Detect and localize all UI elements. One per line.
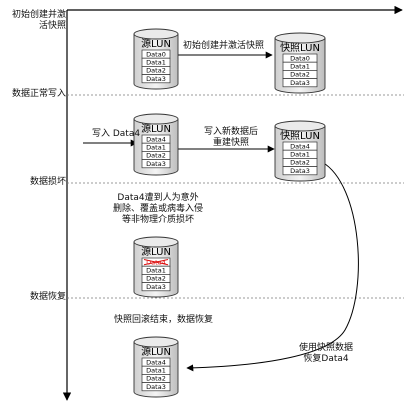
phase-label-create: 初始创建并激 活快照 [11, 10, 66, 31]
source-lun-write-top [133, 113, 179, 125]
snapshot-lun-initial-top [274, 32, 326, 44]
data-block-label: Data1 [290, 151, 310, 159]
step-damage-description: Data4遭到人为意外 删除、覆盖或病毒入侵 等非物理介质损坏 [112, 193, 203, 225]
source-lun-restored-top [133, 336, 179, 348]
phase-label-normal-write: 数据正常写入 [11, 89, 66, 99]
source-lun-initial-title: 源LUN [141, 37, 171, 50]
data-block-label: Data1 [146, 144, 166, 152]
data-block-label: Data4 [290, 142, 310, 150]
data-block [141, 382, 171, 392]
data-block-label: Data2 [290, 71, 310, 79]
source-lun-damaged-title: 源LUN [141, 245, 171, 258]
snapshot-lun-rebuilt-title: 快照LUN [280, 130, 320, 142]
step-create-snapshot: 初始创建并激活快照 [183, 41, 265, 51]
phase-label-damage: 数据损坏 [29, 177, 66, 187]
snapshot-lun-initial-title: 快照LUN [280, 42, 320, 54]
phase-label-recovery: 数据恢复 [29, 292, 66, 302]
data-block-label: Data2 [146, 152, 166, 160]
data-block [141, 74, 171, 84]
data-block-label: Data1 [146, 59, 166, 67]
data-block-label: Data3 [146, 160, 166, 168]
data-block-label: Data3 [146, 75, 166, 83]
data-block-label: Data1 [146, 367, 166, 375]
data-block [282, 166, 318, 176]
data-block-label: Data3 [290, 167, 310, 175]
source-lun-write-title: 源LUN [141, 122, 171, 135]
data-block-label: Data1 [146, 267, 166, 275]
step-rebuild-snapshot: 写入新数据后 重建快照 [203, 127, 258, 148]
source-lun-damaged-top [133, 236, 179, 248]
data-block [141, 159, 171, 169]
data-block-label: Data2 [146, 67, 166, 75]
data-block-label: Data3 [146, 283, 166, 291]
data-block-label: Data4 [146, 358, 166, 366]
data-block-label: Data4 [146, 135, 166, 143]
data-block-label: Data1 [290, 63, 310, 71]
source-lun-restored-title: 源LUN [141, 345, 171, 358]
data-block-label: Data0 [146, 50, 166, 58]
step-restore-data4: 使用快照数据 恢复Data4 [298, 343, 353, 364]
source-lun-initial-top [133, 28, 179, 40]
data-block-label: Data0 [290, 54, 310, 62]
data-block-label: Data3 [290, 79, 310, 87]
data-block-label: Data2 [146, 375, 166, 383]
snapshot-lun-rebuilt-top [274, 120, 326, 132]
data-block-label: Data2 [146, 275, 166, 283]
damage-mark [143, 259, 169, 266]
data-block-label: Data3 [146, 383, 166, 391]
data-block [141, 282, 171, 292]
step-rollback-complete: 快照回滚结束，数据恢复 [114, 315, 214, 325]
arrow-restore-data4 [186, 161, 359, 372]
step-write-data4: 写入 Data4 [92, 129, 141, 139]
data-block [282, 78, 318, 88]
data-block-label: Data2 [290, 159, 310, 167]
